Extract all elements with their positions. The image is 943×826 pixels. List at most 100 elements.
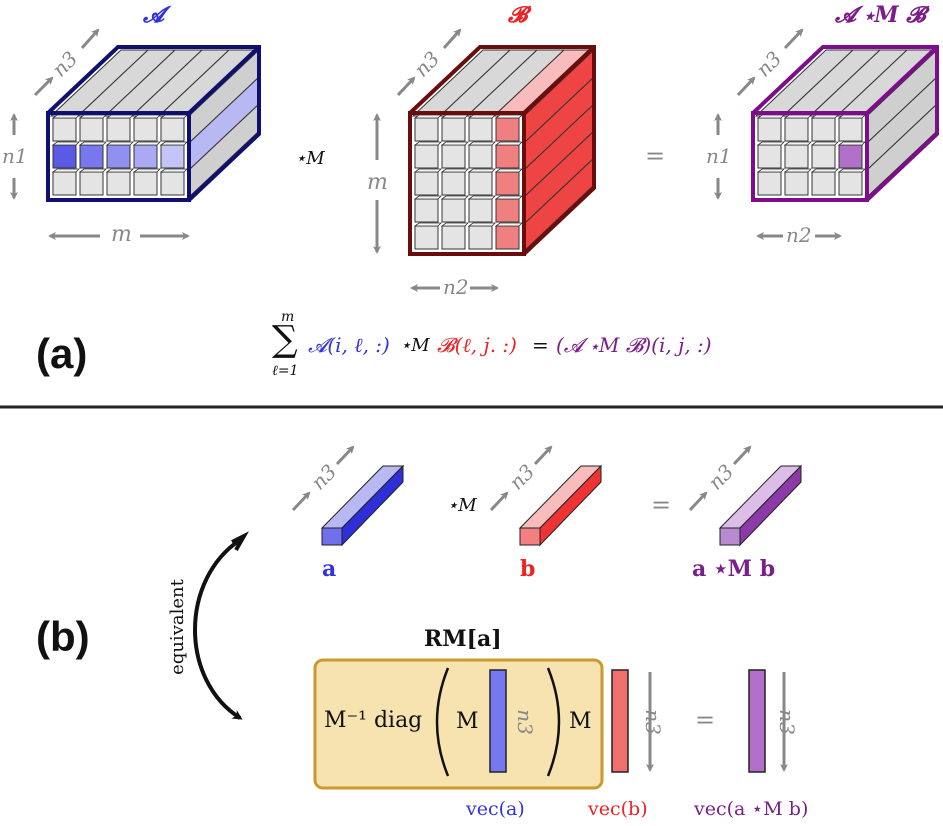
cell-top xyxy=(159,141,188,146)
cell-top xyxy=(783,168,812,173)
equals-a: = xyxy=(645,142,666,170)
front-cell xyxy=(784,117,809,142)
front-cell xyxy=(838,144,863,169)
star-op-a: ⋆M xyxy=(295,148,325,169)
sum-symbol: ∑ xyxy=(272,319,298,360)
cell-top xyxy=(413,114,442,119)
right-paren xyxy=(546,667,561,777)
front-cell xyxy=(160,117,185,142)
front-cell xyxy=(811,117,836,142)
front-cell xyxy=(441,171,466,196)
cell-top xyxy=(105,168,134,173)
dim-arrows-a xyxy=(10,28,842,292)
equivalent-arrow-head-top xyxy=(231,531,250,551)
front-cell xyxy=(468,225,493,250)
front-cell xyxy=(811,144,836,169)
front-cell xyxy=(133,171,158,196)
cell-top xyxy=(837,168,866,173)
tensor-a xyxy=(46,45,261,202)
front-cell xyxy=(79,117,104,142)
cell-top xyxy=(837,114,866,119)
tube-result-label: a ⋆M b xyxy=(692,556,776,582)
panel-b-label: (b) xyxy=(36,613,90,660)
tensor-frame-edge xyxy=(187,45,261,115)
cell-top xyxy=(78,114,107,119)
dim-label-n3-vec-c: n3 xyxy=(774,709,799,735)
front-cell xyxy=(495,144,520,169)
cell-top xyxy=(51,168,80,173)
tube-a xyxy=(320,464,405,547)
tube-b-label: b xyxy=(520,556,536,582)
formula-term-b: 𝓑(ℓ, j. :) xyxy=(437,333,517,357)
cell-top xyxy=(413,222,442,227)
front-cell xyxy=(441,198,466,223)
tube-b xyxy=(518,464,603,547)
star-op-b: ⋆M xyxy=(447,495,477,516)
front-cell xyxy=(414,198,439,223)
left-paren xyxy=(435,667,450,777)
dim-label-m-b: m xyxy=(367,170,388,195)
cell-top xyxy=(132,141,161,146)
front-cell xyxy=(495,198,520,223)
front-cell xyxy=(441,225,466,250)
cell-top xyxy=(78,141,107,146)
cell-top xyxy=(440,222,469,227)
front-cell xyxy=(495,117,520,142)
front-cell xyxy=(468,144,493,169)
dim-label-n3-vec-a: n3 xyxy=(512,709,537,735)
front-cell xyxy=(468,198,493,223)
front-cell xyxy=(414,171,439,196)
m-outer-label: M xyxy=(569,709,592,734)
front-cell xyxy=(133,117,158,142)
front-cell xyxy=(79,144,104,169)
sum-lower: ℓ=1 xyxy=(272,363,299,379)
front-cell xyxy=(79,171,104,196)
equivalent-label: equivalent xyxy=(166,579,188,675)
front-cell xyxy=(414,144,439,169)
cell-top xyxy=(783,114,812,119)
front-cell xyxy=(757,117,782,142)
cell-top xyxy=(159,114,188,119)
cell-top xyxy=(105,141,134,146)
tensor-frame xyxy=(751,111,869,202)
dim-label-n2-c: n2 xyxy=(786,223,812,247)
tensor-frame xyxy=(408,111,526,256)
front-cell xyxy=(106,144,131,169)
front-cell xyxy=(838,171,863,196)
tensor-a-title: 𝓐 xyxy=(143,2,165,28)
formula-term-a: 𝓐(i, ℓ, :) xyxy=(308,333,390,357)
dim-label-n3-vec-b: n3 xyxy=(640,709,665,735)
formula-equals: = xyxy=(532,333,549,357)
cell-top xyxy=(494,195,523,200)
front-cell xyxy=(784,171,809,196)
cell-top xyxy=(413,141,442,146)
cell-top xyxy=(413,195,442,200)
cell-top xyxy=(440,195,469,200)
cell-top xyxy=(783,141,812,146)
rm-box xyxy=(313,658,604,790)
cell-top xyxy=(756,141,785,146)
cell-top xyxy=(105,114,134,119)
cell-top xyxy=(413,168,442,173)
cell-top xyxy=(810,114,839,119)
tensor-b xyxy=(408,45,596,256)
formula-rhs: (𝓐 ⋆M 𝓑)(i, j, :) xyxy=(556,333,712,357)
front-cell xyxy=(414,225,439,250)
cell-top xyxy=(467,141,496,146)
minv-diag-label: M⁻¹ diag xyxy=(324,708,423,733)
cell-top xyxy=(837,141,866,146)
front-cell xyxy=(52,171,77,196)
front-cell xyxy=(133,144,158,169)
tensor-result-title: 𝓐 ⋆M 𝓑 xyxy=(835,2,926,28)
cell-top xyxy=(51,114,80,119)
vec-result-label: vec(a ⋆M b) xyxy=(694,798,809,820)
cell-top xyxy=(494,222,523,227)
vec-result-bar xyxy=(748,669,766,773)
cell-top xyxy=(159,168,188,173)
vec-a-label: vec(a) xyxy=(466,798,525,820)
front-cell xyxy=(441,144,466,169)
front-cell xyxy=(495,171,520,196)
cell-top xyxy=(756,168,785,173)
tensor-result xyxy=(751,45,939,202)
